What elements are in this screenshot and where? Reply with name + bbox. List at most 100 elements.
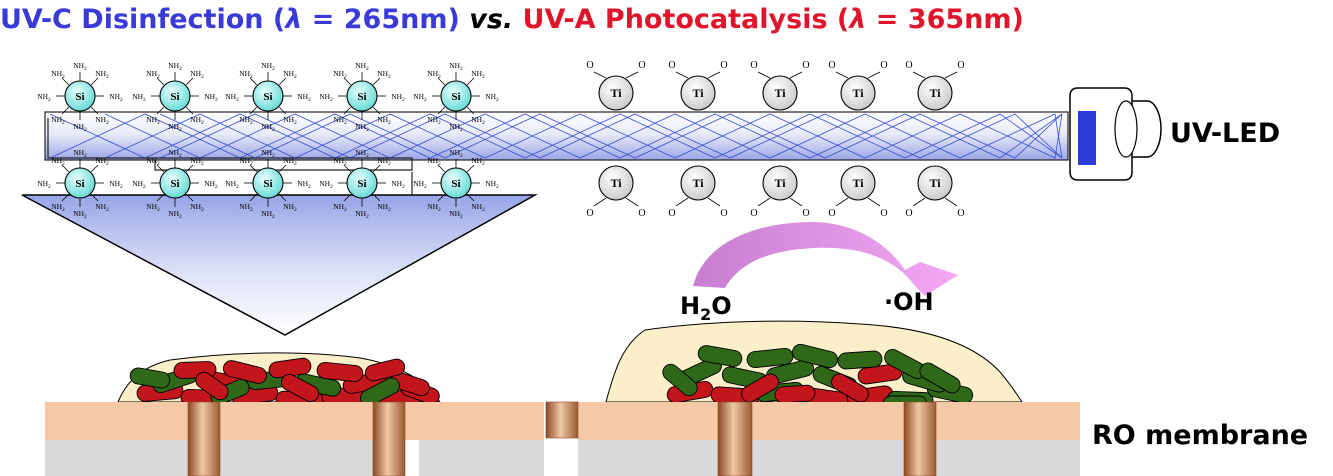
oxygen-label: O <box>802 60 809 71</box>
nh2-label: NH2 <box>225 92 239 103</box>
figure-title: UV-C Disinfection (λ = 265nm) vs. UV-A P… <box>0 0 1024 44</box>
ro-membrane-label: RO membrane <box>1092 420 1308 451</box>
light-ray <box>159 113 1063 159</box>
nh2-label: NH2 <box>377 156 391 167</box>
bacterium <box>662 363 698 397</box>
nh2-label: NH2 <box>413 92 427 103</box>
bacteria-cluster <box>129 343 974 413</box>
membrane-pore <box>903 401 937 476</box>
nh2-label: NH2 <box>95 156 109 167</box>
nh2-label: NH2 <box>204 179 218 190</box>
reaction-arrow <box>693 222 958 296</box>
nh2-label: NH2 <box>109 179 123 190</box>
bacterium <box>280 373 320 403</box>
ti-label: Ti <box>774 86 786 100</box>
membrane-pore <box>717 401 753 476</box>
nh2-label: NH2 <box>283 69 297 80</box>
nh2-label: NH2 <box>413 179 427 190</box>
nh2-label: NH2 <box>283 115 297 126</box>
nh2-label: NH2 <box>73 148 87 159</box>
si-label: Si <box>263 91 272 103</box>
nh2-label: NH2 <box>109 92 123 103</box>
si-label: Si <box>75 178 84 190</box>
nh2-label: NH2 <box>37 179 51 190</box>
nh2-label: NH2 <box>449 122 463 133</box>
ti-label: Ti <box>692 86 704 100</box>
nh2-label: NH2 <box>355 209 369 220</box>
oxygen-label: O <box>905 208 912 219</box>
nh2-label: NH2 <box>51 115 65 126</box>
nh2-label: NH2 <box>239 115 253 126</box>
ti-label: Ti <box>610 176 622 190</box>
bacterium <box>831 373 869 403</box>
nh2-label: NH2 <box>204 92 218 103</box>
nh2-label: NH2 <box>73 61 87 72</box>
nh2-label: NH2 <box>449 209 463 220</box>
bacterium <box>129 367 171 389</box>
nh2-label: NH2 <box>427 115 441 126</box>
nh2-label: NH2 <box>355 61 369 72</box>
nh2-label: NH2 <box>190 202 204 213</box>
nh2-label: NH2 <box>168 122 182 133</box>
si-label: Si <box>357 91 366 103</box>
nh2-label: NH2 <box>95 69 109 80</box>
nh2-label: NH2 <box>225 179 239 190</box>
nh2-label: NH2 <box>146 202 160 213</box>
oxygen-label: O <box>668 208 675 219</box>
ti-label: Ti <box>852 86 864 100</box>
nh2-label: NH2 <box>190 115 204 126</box>
ti-label: Ti <box>852 176 864 190</box>
bacterium <box>316 361 364 383</box>
membrane-pore <box>372 401 406 476</box>
oxygen-label: O <box>720 60 727 71</box>
hydroxyl-radical-label: ·OH <box>884 288 934 316</box>
bacterium <box>919 362 961 394</box>
light-rays <box>49 113 1063 159</box>
si-label: Si <box>451 178 460 190</box>
title-uvc: UV-C Disinfection (λ = 265nm) <box>0 4 460 35</box>
title-vs: vs. <box>459 4 523 35</box>
nh2-label: NH2 <box>449 148 463 159</box>
nh2-label: NH2 <box>73 122 87 133</box>
si-label: Si <box>451 91 460 103</box>
nh2-label: NH2 <box>391 179 405 190</box>
nh2-label: NH2 <box>427 69 441 80</box>
oxygen-label: O <box>638 60 645 71</box>
nh2-label: NH2 <box>51 156 65 167</box>
nh2-label: NH2 <box>377 115 391 126</box>
bacterium <box>697 345 743 367</box>
nh2-label: NH2 <box>377 69 391 80</box>
oxygen-label: O <box>957 60 964 71</box>
bacterium <box>791 343 839 369</box>
si-label: Si <box>170 178 179 190</box>
nh2-label: NH2 <box>239 69 253 80</box>
uv-led-label: UV-LED <box>1170 118 1280 149</box>
oxygen-label: O <box>828 208 835 219</box>
nh2-label: NH2 <box>146 115 160 126</box>
nh2-label: NH2 <box>297 179 311 190</box>
oxygen-label: O <box>880 60 887 71</box>
nh2-label: NH2 <box>471 156 485 167</box>
si-label: Si <box>357 178 366 190</box>
ti-particle: Ti O O <box>828 60 888 111</box>
nh2-label: NH2 <box>168 148 182 159</box>
oxygen-label: O <box>828 60 835 71</box>
oxygen-label: O <box>720 208 727 219</box>
nh2-label: NH2 <box>471 69 485 80</box>
nh2-label: NH2 <box>261 148 275 159</box>
oxygen-label: O <box>586 60 593 71</box>
nh2-label: NH2 <box>355 148 369 159</box>
nh2-label: NH2 <box>297 92 311 103</box>
nh2-label: NH2 <box>471 202 485 213</box>
